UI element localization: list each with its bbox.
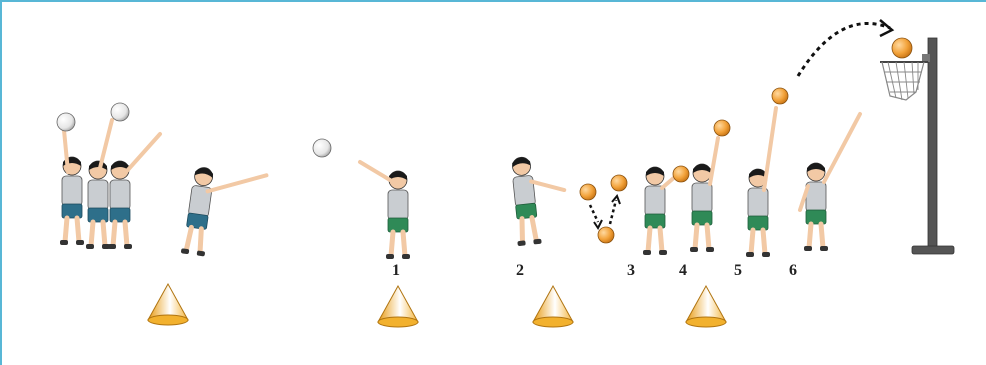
player-figure <box>57 113 84 245</box>
player-figure <box>746 88 788 257</box>
basketball <box>772 88 788 104</box>
player-figure <box>690 120 730 252</box>
step-number-4: 4 <box>679 262 687 280</box>
player-figure <box>509 153 570 246</box>
player-figure <box>181 165 267 263</box>
step-number-3: 3 <box>627 262 635 280</box>
dotted-arrow <box>798 23 890 76</box>
cone-marker <box>378 286 418 327</box>
dotted-arrow <box>590 205 598 222</box>
basketball <box>673 166 689 182</box>
basketball <box>313 139 331 157</box>
cone-marker <box>686 286 726 327</box>
dotted-arrow <box>610 200 616 224</box>
player-figure <box>643 166 689 255</box>
cone-marker <box>148 284 188 325</box>
step-number-5: 5 <box>734 262 742 280</box>
basketball <box>598 227 614 243</box>
basketball <box>111 103 129 121</box>
step-number-2: 2 <box>516 262 524 280</box>
basketball <box>580 184 596 200</box>
step-number-1: 1 <box>392 262 400 280</box>
basketball <box>611 175 627 191</box>
player-figure <box>360 162 410 259</box>
player-figure <box>800 114 860 251</box>
cone-marker <box>533 286 573 327</box>
step-number-6: 6 <box>789 262 797 280</box>
player-figure <box>108 134 160 249</box>
basketball-hoop <box>880 38 954 254</box>
basketball <box>57 113 75 131</box>
basketball <box>714 120 730 136</box>
basketball <box>892 38 912 58</box>
